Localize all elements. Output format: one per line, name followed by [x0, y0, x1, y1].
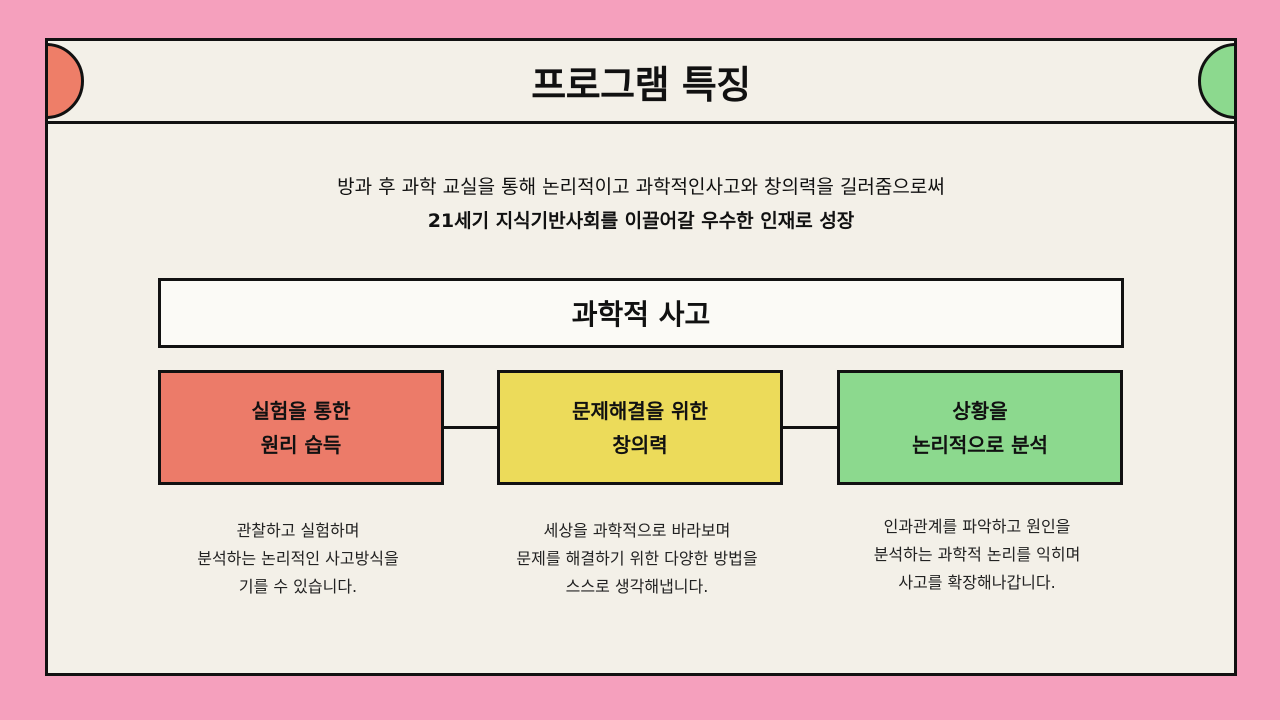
feature-card-experiment: 실험을 통한 원리 습득: [158, 370, 444, 485]
card-title-line-2: 창의력: [612, 432, 668, 457]
card-title-line-1: 실험을 통한: [251, 398, 351, 423]
feature-card-analysis: 상황을 논리적으로 분석: [837, 370, 1123, 485]
description-line: 사고를 확장해나갑니다.: [898, 573, 1056, 592]
description-line: 관찰하고 실험하며: [236, 521, 360, 540]
page-title: 프로그램 특징: [531, 62, 751, 107]
connector-line-1: [441, 426, 497, 429]
description-line: 문제를 해결하기 위한 다양한 방법을: [516, 549, 758, 568]
header-bar: 프로그램 특징: [48, 41, 1234, 124]
scientific-thinking-banner: 과학적 사고: [158, 278, 1124, 348]
card-description-creativity: 세상을 과학적으로 바라보며 문제를 해결하기 위한 다양한 방법을 스스로 생…: [467, 517, 807, 601]
banner-label: 과학적 사고: [571, 298, 711, 331]
feature-card-creativity: 문제해결을 위한 창의력: [497, 370, 783, 485]
card-title-line-2: 논리적으로 분석: [912, 432, 1048, 457]
slide-frame: 프로그램 특징 방과 후 과학 교실을 통해 논리적이고 과학적인사고와 창의력…: [45, 38, 1237, 676]
description-line: 인과관계를 파악하고 원인을: [883, 517, 1071, 536]
card-title-line-2: 원리 습득: [260, 432, 342, 457]
connector-line-2: [780, 426, 837, 429]
description-line: 기를 수 있습니다.: [238, 577, 358, 596]
description-line: 분석하는 논리적인 사고방식을: [197, 549, 399, 568]
intro-line-2: 21세기 지식기반사회를 이끌어갈 우수한 인재로 성장: [427, 210, 855, 232]
card-description-experiment: 관찰하고 실험하며 분석하는 논리적인 사고방식을 기를 수 있습니다.: [128, 517, 468, 601]
left-half-circle-decoration: [48, 43, 84, 119]
description-line: 세상을 과학적으로 바라보며: [543, 521, 731, 540]
intro-line-1: 방과 후 과학 교실을 통해 논리적이고 과학적인사고와 창의력을 길러줌으로써: [337, 176, 945, 198]
card-description-analysis: 인과관계를 파악하고 원인을 분석하는 과학적 논리를 익히며 사고를 확장해나…: [807, 513, 1147, 597]
card-title-line-1: 문제해결을 위한: [572, 398, 708, 423]
description-line: 분석하는 과학적 논리를 익히며: [873, 545, 1081, 564]
right-half-circle-decoration: [1198, 43, 1234, 119]
description-line: 스스로 생각해냅니다.: [565, 577, 709, 596]
card-title-line-1: 상황을: [952, 398, 1008, 423]
